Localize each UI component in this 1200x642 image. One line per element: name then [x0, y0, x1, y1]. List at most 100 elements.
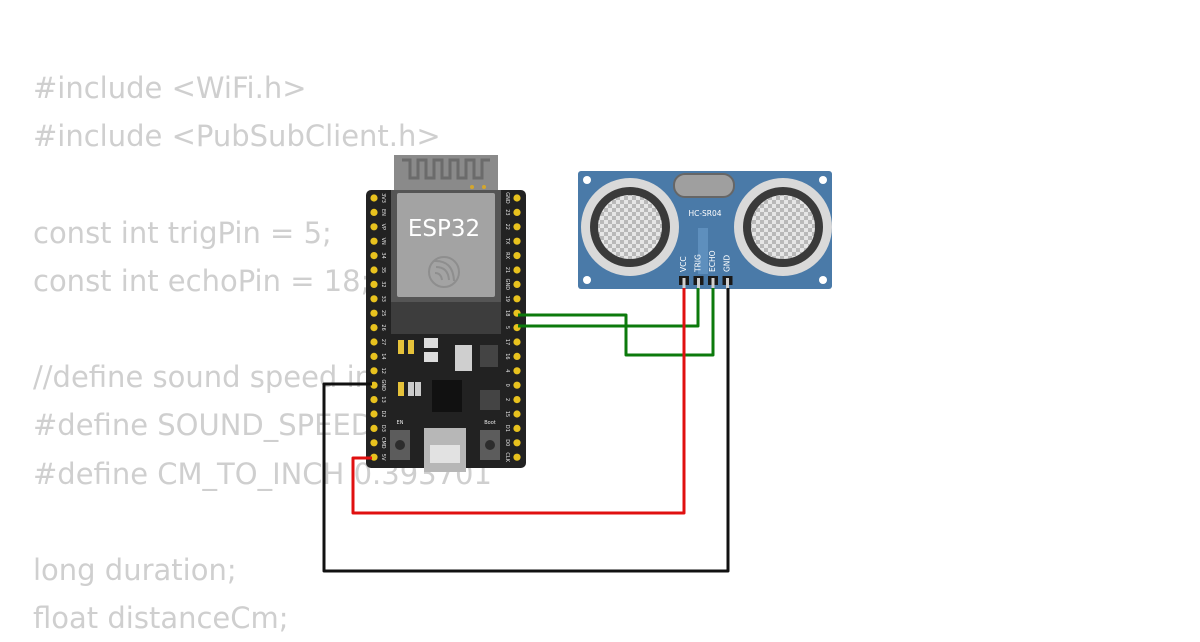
- boot-button-label: Boot: [484, 420, 496, 426]
- sensor-pin-header: VCC TRIG ECHO GND: [679, 250, 733, 290]
- wire-trig-to-gpio5[interactable]: [518, 288, 700, 328]
- pin-label: 12: [380, 368, 386, 374]
- code-line: #include <WiFi.h>: [33, 71, 307, 105]
- pin-pad[interactable]: [370, 453, 378, 461]
- en-button[interactable]: [390, 430, 410, 460]
- pin-label: GND: [380, 379, 386, 391]
- pin-pad[interactable]: [370, 367, 378, 375]
- esp32-left-pin-header: 3V3ENVPVN343532332526271412GND13D2D3CMD5…: [370, 193, 386, 461]
- pin-label: GND: [504, 279, 510, 291]
- sensor-pin-label: TRIG: [694, 254, 703, 273]
- pin-pad[interactable]: [513, 280, 521, 288]
- receiver-transducer: [734, 178, 832, 276]
- sensor-pin-label: VCC: [679, 256, 688, 272]
- pin-label: 21: [504, 267, 510, 273]
- sensor-pin[interactable]: [697, 278, 700, 290]
- sensor-pin-label: ECHO: [708, 250, 717, 272]
- sensor-pin[interactable]: [726, 278, 729, 290]
- chip-components: [398, 338, 500, 412]
- esp32-board[interactable]: ESP32 EN: [366, 155, 526, 472]
- pin-pad[interactable]: [513, 410, 521, 418]
- pin-label: 15: [504, 411, 510, 417]
- antenna-dot: [470, 185, 474, 189]
- pin-label: 13: [380, 396, 386, 402]
- pin-pad[interactable]: [513, 453, 521, 461]
- sensor-pin[interactable]: [711, 278, 715, 290]
- pin-label: 2: [504, 398, 510, 401]
- pin-label: 32: [380, 281, 386, 287]
- pin-pad[interactable]: [370, 410, 378, 418]
- pin-pad[interactable]: [370, 338, 378, 346]
- esp32-label: ESP32: [408, 216, 480, 242]
- pin-label: VP: [380, 224, 386, 230]
- pin-pad[interactable]: [370, 352, 378, 360]
- pin-label: GND: [504, 192, 510, 204]
- pin-pad[interactable]: [370, 309, 378, 317]
- pin-pad[interactable]: [370, 295, 378, 303]
- sensor-pin[interactable]: [682, 278, 686, 290]
- pin-pad[interactable]: [370, 324, 378, 332]
- pin-pad[interactable]: [370, 396, 378, 404]
- pin-label: 25: [380, 310, 386, 316]
- esp32-shield: [397, 193, 495, 297]
- pin-pad[interactable]: [370, 424, 378, 432]
- pin-pad[interactable]: [370, 223, 378, 231]
- pin-pad[interactable]: [513, 295, 521, 303]
- pin-label: D2: [380, 410, 386, 417]
- pin-pad[interactable]: [513, 439, 521, 447]
- pin-pad[interactable]: [370, 280, 378, 288]
- pin-pad[interactable]: [370, 237, 378, 245]
- mount-hole: [583, 176, 591, 184]
- pin-label: 34: [380, 252, 386, 258]
- pin-pad[interactable]: [513, 237, 521, 245]
- antenna-trace: [402, 158, 490, 180]
- pin-pad[interactable]: [513, 194, 521, 202]
- pin-pad[interactable]: [370, 194, 378, 202]
- pin-label: 23: [504, 209, 510, 215]
- wire-echo-to-gpio18[interactable]: [518, 288, 715, 357]
- espressif-logo-icon: [428, 256, 460, 288]
- boot-button[interactable]: [480, 430, 500, 460]
- pin-pad[interactable]: [513, 223, 521, 231]
- mount-hole: [819, 176, 827, 184]
- pin-label: CMD: [380, 437, 386, 449]
- crystal-oscillator: [673, 173, 735, 198]
- pin-pad[interactable]: [513, 396, 521, 404]
- code-background: #include <WiFi.h> #include <PubSubClient.…: [33, 64, 492, 642]
- pin-pad[interactable]: [370, 266, 378, 274]
- pin-pad[interactable]: [370, 439, 378, 447]
- pin-label: 5: [504, 326, 510, 329]
- module-pads: [391, 302, 501, 334]
- en-button-label: EN: [397, 420, 404, 426]
- antenna-dot: [482, 185, 486, 189]
- wire-vcc-to-5v[interactable]: [351, 288, 686, 515]
- pin-label: 19: [504, 296, 510, 302]
- pin-label: 26: [380, 324, 386, 330]
- wire-gnd-to-gnd[interactable]: [322, 288, 730, 573]
- pin-pad[interactable]: [513, 381, 521, 389]
- sensor-label: HC-SR04: [688, 209, 721, 218]
- code-line: const int trigPin = 5;: [33, 215, 332, 250]
- pin-pad[interactable]: [513, 208, 521, 216]
- hc-sr04-sensor[interactable]: HC-SR04 VCC TRIG ECHO GND: [578, 171, 832, 290]
- pin-label: EN: [380, 209, 386, 216]
- wires: [322, 288, 730, 573]
- pin-label: TX: [504, 237, 510, 245]
- pin-label: 33: [380, 296, 386, 302]
- pin-pad[interactable]: [370, 208, 378, 216]
- pin-pad[interactable]: [513, 367, 521, 375]
- pin-pad[interactable]: [370, 381, 378, 389]
- pin-pad[interactable]: [513, 252, 521, 260]
- pin-pad[interactable]: [513, 338, 521, 346]
- pin-pad[interactable]: [370, 252, 378, 260]
- sensor-trace: [698, 228, 708, 274]
- sensor-pin-label: GND: [723, 255, 732, 272]
- pin-label: 3V3: [380, 193, 386, 203]
- usb-port-inner: [430, 445, 460, 463]
- pin-pad[interactable]: [513, 352, 521, 360]
- code-line: #include <PubSubClient.h>: [33, 119, 441, 154]
- pin-pad[interactable]: [513, 424, 521, 432]
- pin-pad[interactable]: [513, 266, 521, 274]
- code-line: const int echoPin = 18;: [33, 263, 371, 298]
